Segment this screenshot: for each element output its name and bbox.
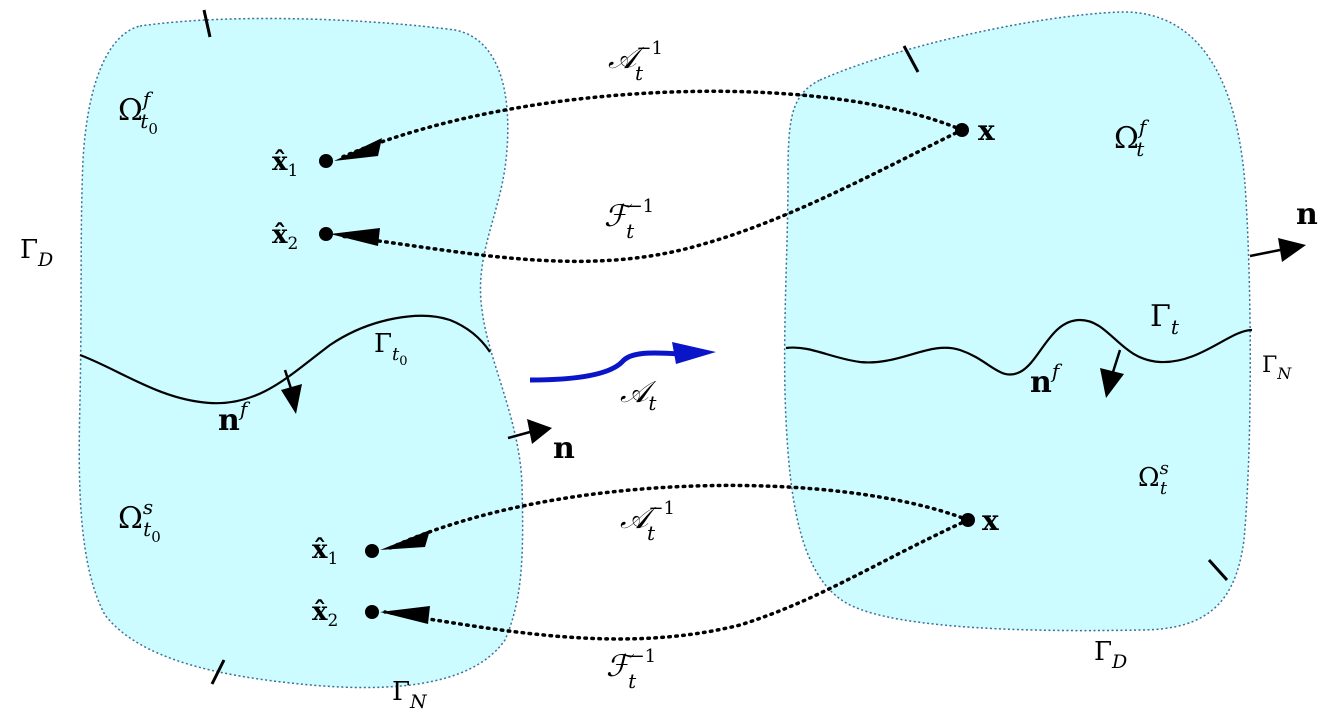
def-inverse-top-arrowhead bbox=[330, 228, 380, 246]
right-normal-label: n bbox=[1296, 197, 1318, 232]
right-fluid-point-label: x bbox=[978, 114, 995, 147]
right-solid-point bbox=[961, 513, 975, 527]
right-neumann-label: ΓN bbox=[1262, 353, 1292, 383]
left-normal-label: n bbox=[553, 431, 575, 466]
right-normal-shaft bbox=[1249, 248, 1281, 258]
right-normal-arrowhead bbox=[1278, 238, 1306, 262]
left-fluid-point-1-label: x̂1 bbox=[272, 147, 298, 181]
right-fluid-point bbox=[955, 123, 969, 137]
left-solid-point-2 bbox=[365, 605, 379, 619]
left-dirichlet-label: ΓD bbox=[20, 235, 53, 271]
left-normal-f-arrowhead bbox=[281, 384, 302, 414]
left-neumann-label: ΓN bbox=[392, 677, 428, 713]
right-boundary-tick-top bbox=[902, 45, 920, 73]
def-inverse-bottom-arrowhead bbox=[380, 606, 430, 624]
forward-map-label: 𝒜t bbox=[620, 375, 657, 415]
left-boundary-tick-top bbox=[202, 9, 212, 38]
right-normal-f-shaft bbox=[1111, 349, 1122, 373]
ale-inverse-bottom-arrowhead bbox=[380, 530, 430, 550]
def-inverse-top-curve bbox=[338, 128, 964, 264]
forward-map-arrowhead bbox=[672, 342, 716, 364]
left-solid-point-1-label: x̂1 bbox=[312, 535, 338, 569]
left-solid-point-1 bbox=[365, 544, 379, 558]
right-interface-curve bbox=[785, 318, 1253, 376]
left-normal-arrowhead bbox=[527, 419, 552, 444]
left-interface-label: Γt0 bbox=[374, 329, 408, 369]
left-fluid-point-2-label: x̂2 bbox=[272, 220, 298, 254]
right-dirichlet-label: ΓD bbox=[1094, 637, 1127, 673]
right-current-domain bbox=[783, 11, 1252, 632]
right-normal-f-arrowhead bbox=[1100, 368, 1124, 398]
left-normal-shaft bbox=[507, 430, 531, 440]
forward-map-arrow-curve bbox=[529, 350, 681, 383]
ale-inverse-bottom-curve bbox=[388, 483, 970, 550]
ale-inverse-top-curve bbox=[338, 89, 964, 160]
left-interface-curve bbox=[79, 314, 491, 405]
right-interface-label: Γt bbox=[1150, 299, 1180, 339]
right-boundary-tick-bottom bbox=[1207, 558, 1229, 582]
ale-inverse-top-arrowhead bbox=[334, 138, 382, 161]
left-solid-point-2-label: x̂2 bbox=[312, 597, 338, 631]
left-boundary-tick-bottom bbox=[210, 659, 226, 685]
left-fluid-point-1 bbox=[319, 154, 333, 168]
right-solid-point-label: x bbox=[982, 504, 999, 537]
left-fluid-point-2 bbox=[319, 227, 333, 241]
left-reference-domain bbox=[78, 17, 524, 689]
